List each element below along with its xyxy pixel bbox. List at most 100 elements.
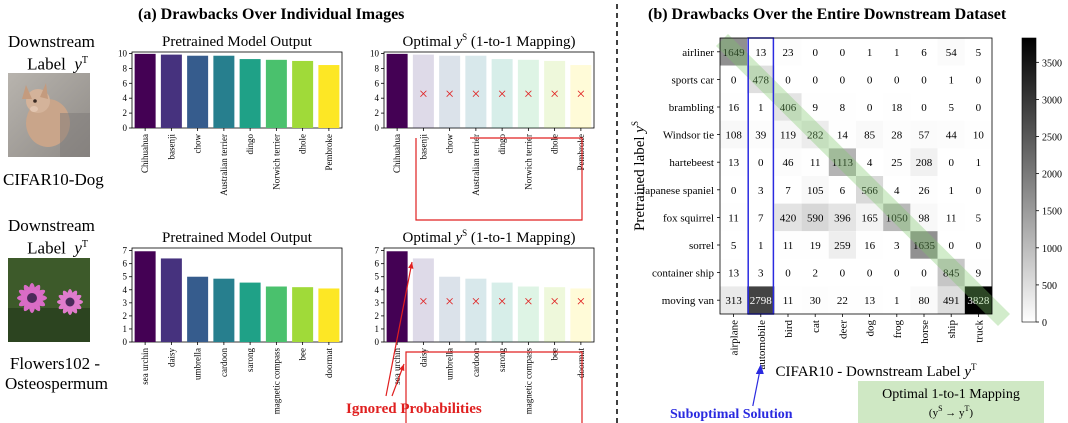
cell-value: 23	[783, 47, 795, 59]
cell-value: 0	[840, 74, 846, 86]
cell-value: 9	[976, 268, 982, 280]
cell-value: 0	[840, 47, 846, 59]
cell-value: 0	[921, 268, 927, 280]
cell-value: 0	[948, 157, 954, 169]
cell-value: 6	[840, 185, 846, 197]
bar-australian-terrier	[465, 55, 487, 128]
heatmap-cell	[720, 203, 748, 232]
heatmap-cell	[801, 93, 829, 121]
heatmap-cell	[937, 38, 965, 66]
row-label: container ship	[652, 268, 715, 280]
heatmap-cell	[910, 120, 938, 149]
cell-value: 3	[894, 240, 900, 252]
heatmap-cell	[910, 93, 938, 121]
heatmap-cell	[964, 38, 992, 66]
cell-value: 7	[785, 185, 791, 197]
y-tick-label: 8	[123, 63, 128, 73]
heatmap-cell	[747, 120, 775, 149]
y-tick-label: 4	[375, 285, 380, 295]
heatmap-cell	[801, 120, 829, 149]
cell-value: 1	[867, 47, 873, 59]
bar-magnetic-compass	[517, 286, 539, 342]
heatmap-cell	[801, 203, 829, 232]
cell-value: 11	[783, 240, 794, 252]
row-label: brambling	[669, 102, 715, 114]
heatmap-cell	[964, 203, 992, 232]
heatmap-cell	[828, 65, 856, 94]
heatmap-cell	[828, 203, 856, 232]
panel-title: Optimal yS (1-to-1 Mapping)	[403, 228, 576, 246]
cell-value: 13	[864, 295, 876, 307]
x-tick-label: basenji	[418, 134, 428, 160]
bar-sea-urchin	[134, 251, 156, 342]
cell-value: 0	[976, 185, 982, 197]
plot-frame	[383, 247, 595, 343]
y-tick-label: 6	[123, 259, 128, 269]
heatmap-cell	[856, 258, 884, 287]
panel-title: Pretrained Model Output	[162, 34, 313, 50]
ignored-cross-mark: ×	[576, 293, 585, 310]
heatmap-cell	[828, 38, 856, 66]
cell-value: 5	[976, 212, 982, 224]
heatmap-cell	[720, 176, 748, 204]
cell-value: 478	[753, 74, 770, 86]
x-tick-label: magnetic compass	[523, 348, 533, 415]
ignored-arrow-lower	[391, 363, 405, 397]
plot-frame	[131, 247, 343, 343]
ignored-cross-mark: ×	[498, 293, 507, 310]
ignored-box-bottom	[405, 351, 583, 423]
x-tick-label: dhole	[550, 134, 560, 154]
x-tick-label: sea urchin	[140, 348, 150, 385]
cell-value: 8	[840, 102, 846, 114]
heatmap-cell	[883, 120, 911, 149]
cell-value: 2798	[750, 295, 773, 307]
row-label: airliner	[682, 47, 714, 59]
label-var: y	[74, 238, 82, 258]
caption-line1: Flowers102 -	[9, 354, 101, 373]
heatmap-cell	[883, 65, 911, 94]
bar-doormat	[570, 288, 592, 342]
heatmap-cell	[774, 38, 802, 66]
cell-value: 313	[725, 295, 742, 307]
heatmap-cell	[937, 120, 965, 149]
column-label: automobile	[756, 320, 768, 370]
heatmap-cell	[964, 120, 992, 149]
x-tick-label: cardoon	[471, 348, 481, 377]
colorbar-tick-label: 3500	[1042, 58, 1062, 69]
plot-frame	[383, 51, 595, 129]
heatmap-cell	[937, 258, 965, 287]
cell-value: 1	[758, 240, 764, 252]
heatmap-cell	[747, 231, 775, 259]
colorbar-tick-label: 2000	[1042, 170, 1062, 181]
bar-magnetic-compass	[265, 286, 287, 342]
heatmap-cell	[856, 38, 884, 66]
cell-value: 13	[755, 47, 767, 59]
heatmap-cell	[720, 93, 748, 121]
bar-dhole	[544, 60, 566, 128]
bar-bee	[544, 287, 566, 342]
x-tick-label: Chihuahua	[392, 134, 402, 173]
heatmap-cell	[828, 120, 856, 149]
y-tick-label: 7	[375, 246, 380, 256]
cell-value: 0	[867, 268, 873, 280]
column-label: horse	[919, 320, 931, 344]
cell-value: 282	[807, 130, 824, 142]
cell-value: 11	[783, 295, 794, 307]
cell-value: 0	[894, 74, 900, 86]
heatmap-cell	[937, 93, 965, 121]
heatmap-cell	[801, 286, 829, 314]
cell-value: 25	[891, 157, 903, 169]
y-tick-label: 4	[123, 285, 128, 295]
heatmap-cell	[720, 286, 748, 314]
y-tick-label: 6	[375, 259, 380, 269]
cell-value: 4	[894, 185, 900, 197]
cell-value: 5	[976, 47, 982, 59]
heatmap-cell	[964, 65, 992, 94]
y-tick-label: 3	[123, 298, 128, 308]
cell-value: 0	[976, 74, 982, 86]
heatmap-cell	[964, 258, 992, 287]
x-axis-label: CIFAR10 - Downstream Label yT	[775, 362, 977, 380]
heatmap-cell	[774, 231, 802, 259]
